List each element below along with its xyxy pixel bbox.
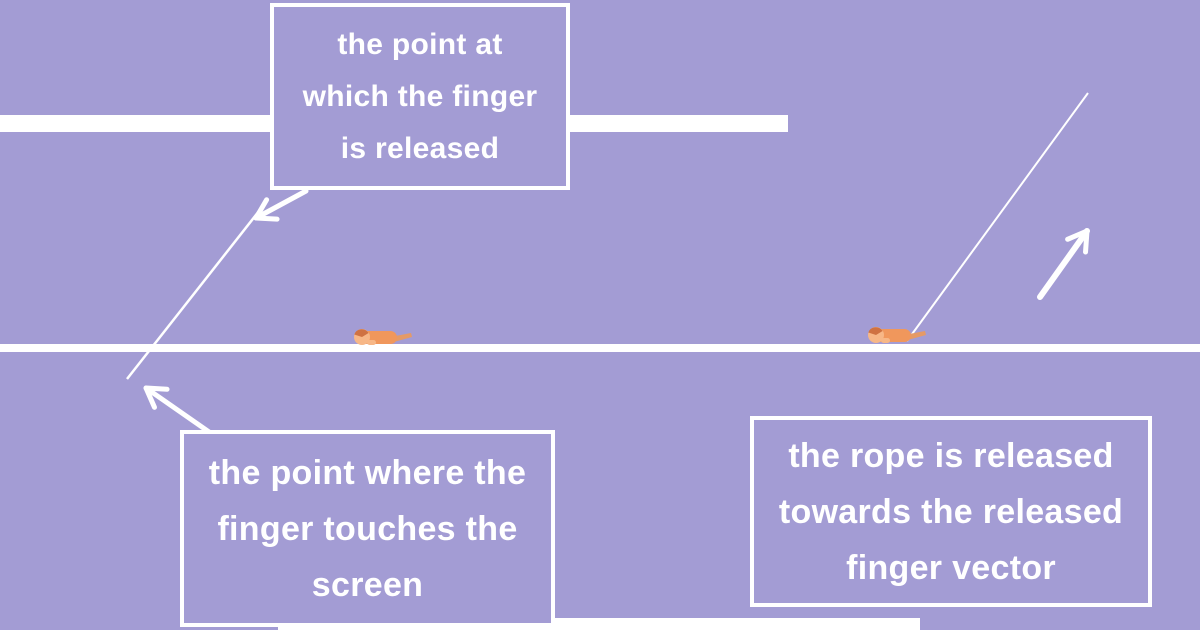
touch-point-arrow [143,385,215,437]
touch-point-label: the point where the finger touches the s… [180,430,555,627]
label-text-line: the point at [337,27,503,61]
swipe-path-line [126,205,264,380]
label-text-line: finger touches the [217,509,518,548]
label-text-line: which the finger [302,79,538,113]
release-point-arrow [253,188,309,222]
lying-character-right [868,327,926,343]
release-direction-arrow [1037,228,1090,300]
label-text-line: is released [340,131,500,165]
label-text-line: the point where the [208,453,527,492]
rope-trajectory-line [906,92,1089,342]
release-point-label: the point at which the finger is release… [270,3,570,190]
label-text-line: towards the released [778,492,1124,531]
rope-vector-label: the rope is released towards the release… [750,416,1152,607]
label-text-line: screen [311,565,424,604]
lying-character-left [354,329,412,345]
label-text-line: finger vector [846,548,1056,587]
ground-line [0,344,1200,352]
label-text-line: the rope is released [788,436,1114,475]
